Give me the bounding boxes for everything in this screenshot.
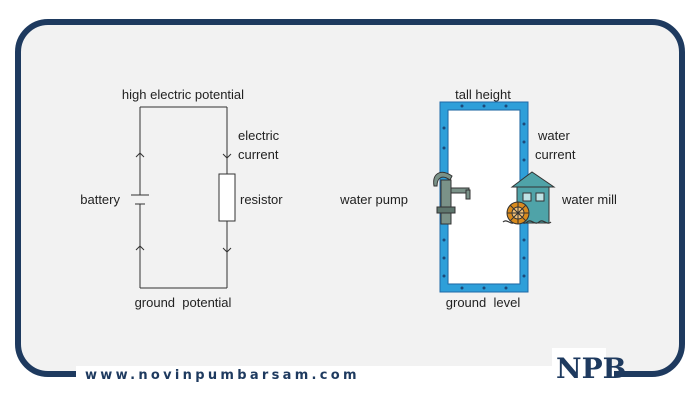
footer-gap [76,366,614,382]
down-arrow-icon [222,153,232,159]
pipe-rivets [442,104,526,290]
down-arrow-icon [222,247,232,253]
npb-logo-icon: NPB [552,348,626,385]
water-pipe-inner [449,111,519,283]
resistor-label: resistor [240,192,283,207]
electric-current-label-1: electric [238,128,280,143]
electric-current-label-2: current [238,147,279,162]
up-arrow-icon [135,245,145,251]
water-mill-icon [502,171,556,225]
water-loop [439,101,529,293]
water-pump-icon [433,171,471,225]
logo-text: NPB [556,352,626,385]
water-current-label-2: current [535,147,576,162]
electric-circuit [131,106,236,289]
tall-height-label: tall height [455,87,511,102]
ground-potential-label: ground potential [135,295,232,310]
water-current-label-1: water [537,128,570,143]
resistor-symbol [218,173,236,222]
up-arrow-icon [135,152,145,158]
high-potential-label: high electric potential [122,87,244,102]
water-mill-label: water mill [561,192,617,207]
battery-label: battery [80,192,120,207]
water-pump-label: water pump [339,192,408,207]
website-url[interactable]: www.novinpumbarsam.com [85,368,360,383]
ground-level-label: ground level [446,295,521,310]
